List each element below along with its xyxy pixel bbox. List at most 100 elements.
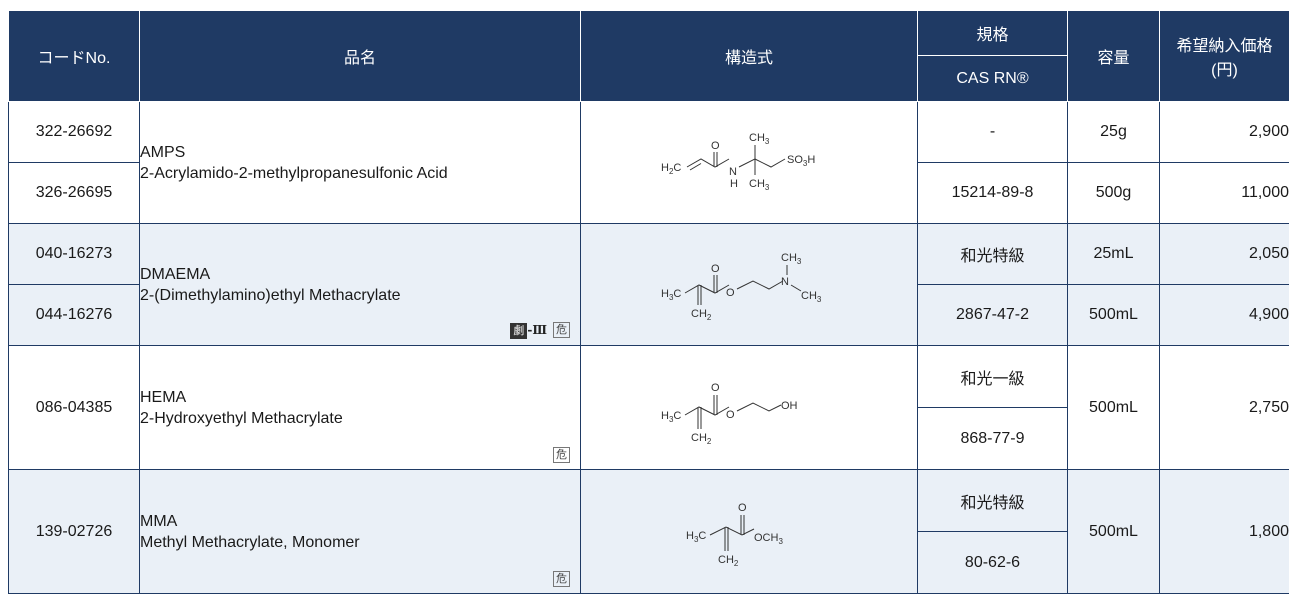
mma-structure-diagram: H3C CH2 O OCH3 xyxy=(684,487,814,577)
product-abbr: AMPS xyxy=(140,142,580,163)
struct-atom: OCH xyxy=(754,532,779,544)
deleterious-icon: 劇 xyxy=(510,323,527,339)
product-code: 139-02726 xyxy=(9,470,140,594)
hema-structure-diagram: H3C CH2 O O OH xyxy=(659,363,839,453)
struct-atom: CH xyxy=(691,308,707,320)
header-price: 希望納入価格 (円) xyxy=(1160,11,1289,102)
struct-atom: H xyxy=(730,178,738,190)
header-name: 品名 xyxy=(140,11,581,102)
struct-atom: O xyxy=(726,409,735,421)
svg-text:CH2: CH2 xyxy=(691,432,712,446)
svg-text:CH3: CH3 xyxy=(749,132,770,146)
svg-text:H3C: H3C xyxy=(661,410,681,424)
svg-text:CH3: CH3 xyxy=(801,290,822,304)
table-row: 086-04385 HEMA 2-Hydroxyethyl Methacryla… xyxy=(9,346,1289,408)
svg-text:CH2: CH2 xyxy=(691,308,712,322)
struct-sub: 2 xyxy=(707,313,712,322)
struct-atom: O xyxy=(711,263,720,275)
volume-cell: 500mL xyxy=(1068,346,1160,470)
header-price-unit: (円) xyxy=(1160,56,1289,80)
product-name: AMPS 2-Acrylamido-2-methylpropanesulfoni… xyxy=(140,102,581,224)
struct-sub: 3 xyxy=(778,537,783,546)
struct-atom: OH xyxy=(781,400,798,412)
price-cell: 2,050 xyxy=(1160,224,1289,285)
svg-text:CH2: CH2 xyxy=(718,554,739,568)
hazard-class-label: -Ⅲ xyxy=(527,323,547,337)
hazardous-icon: 危 xyxy=(553,447,570,463)
struct-atom: O xyxy=(738,502,747,514)
struct-atom: O xyxy=(726,287,735,299)
product-code: 326-26695 xyxy=(9,163,140,224)
table-row: 139-02726 MMA Methyl Methacrylate, Monom… xyxy=(9,470,1289,532)
structure-cell: H3C CH2 O OCH3 xyxy=(581,470,918,594)
grade-cell: - xyxy=(918,102,1068,163)
struct-sub: 3 xyxy=(765,183,770,192)
volume-cell: 25mL xyxy=(1068,224,1160,285)
amps-structure-diagram: H2C O N H CH3 CH3 SO3H xyxy=(659,125,839,201)
structure-cell: H3C CH2 O O N CH3 CH3 xyxy=(581,224,918,346)
product-full-name: 2-Acrylamido-2-methylpropanesulfonic Aci… xyxy=(140,163,580,184)
struct-atom: SO xyxy=(787,154,803,166)
struct-atom: H xyxy=(661,162,669,174)
product-full-name: 2-Hydroxyethyl Methacrylate xyxy=(140,408,580,429)
struct-atom: O xyxy=(711,382,720,394)
hazard-marks: 劇-Ⅲ 危 xyxy=(510,321,570,339)
struct-atom: N xyxy=(729,166,737,178)
structure-cell: H3C CH2 O O OH xyxy=(581,346,918,470)
product-abbr: DMAEMA xyxy=(140,264,580,285)
svg-text:H2C: H2C xyxy=(661,162,681,176)
struct-atom: C xyxy=(673,288,681,300)
header-grade: 規格 xyxy=(918,11,1068,56)
struct-atom: CH xyxy=(801,290,817,302)
price-cell: 1,800 xyxy=(1160,470,1289,594)
svg-text:CH3: CH3 xyxy=(781,252,802,266)
header-structure: 構造式 xyxy=(581,11,918,102)
struct-sub: 2 xyxy=(734,559,739,568)
struct-atom: C xyxy=(698,530,706,542)
struct-atom: CH xyxy=(749,132,765,144)
dmaema-structure-diagram: H3C CH2 O O N CH3 CH3 xyxy=(659,245,839,325)
product-abbr: HEMA xyxy=(140,387,580,408)
svg-text:CH3: CH3 xyxy=(749,178,770,192)
table-row: 040-16273 DMAEMA 2-(Dimethylamino)ethyl … xyxy=(9,224,1289,285)
header-code: コードNo. xyxy=(9,11,140,102)
product-code: 322-26692 xyxy=(9,102,140,163)
product-table: コードNo. 品名 構造式 規格 容量 希望納入価格 (円) CAS RN® 3… xyxy=(8,10,1289,594)
struct-atom: CH xyxy=(691,432,707,444)
volume-cell: 25g xyxy=(1068,102,1160,163)
struct-sub: 2 xyxy=(707,437,712,446)
product-code: 040-16273 xyxy=(9,224,140,285)
struct-atom: CH xyxy=(718,554,734,566)
volume-cell: 500mL xyxy=(1068,470,1160,594)
grade-cell: 和光特級 xyxy=(918,224,1068,285)
product-name: HEMA 2-Hydroxyethyl Methacrylate 危 xyxy=(140,346,581,470)
struct-sub: 3 xyxy=(797,257,802,266)
struct-atom: CH xyxy=(781,252,797,264)
header-cas: CAS RN® xyxy=(918,56,1068,102)
product-abbr: MMA xyxy=(140,511,580,532)
deleterious-mark: 劇-Ⅲ xyxy=(510,321,547,339)
cas-cell: 80-62-6 xyxy=(918,532,1068,594)
table-row: 322-26692 AMPS 2-Acrylamido-2-methylprop… xyxy=(9,102,1289,163)
struct-atom: H xyxy=(661,410,669,422)
struct-atom: H xyxy=(807,154,815,166)
grade-cell: 和光特級 xyxy=(918,470,1068,532)
cas-cell: 2867-47-2 xyxy=(918,285,1068,346)
product-full-name: Methyl Methacrylate, Monomer xyxy=(140,532,580,553)
product-code: 086-04385 xyxy=(9,346,140,470)
price-cell: 2,750 xyxy=(1160,346,1289,470)
struct-atom: N xyxy=(781,276,789,288)
svg-text:SO3H: SO3H xyxy=(787,154,815,168)
price-cell: 11,000 xyxy=(1160,163,1289,224)
price-cell: 2,900 xyxy=(1160,102,1289,163)
struct-atom: O xyxy=(711,140,720,152)
table-header: コードNo. 品名 構造式 規格 容量 希望納入価格 (円) CAS RN® xyxy=(9,11,1289,102)
cas-cell: 868-77-9 xyxy=(918,408,1068,470)
struct-atom: C xyxy=(673,410,681,422)
price-cell: 4,900 xyxy=(1160,285,1289,346)
svg-text:H3C: H3C xyxy=(661,288,681,302)
header-volume: 容量 xyxy=(1068,11,1160,102)
product-code: 044-16276 xyxy=(9,285,140,346)
volume-cell: 500mL xyxy=(1068,285,1160,346)
struct-sub: 3 xyxy=(765,137,770,146)
